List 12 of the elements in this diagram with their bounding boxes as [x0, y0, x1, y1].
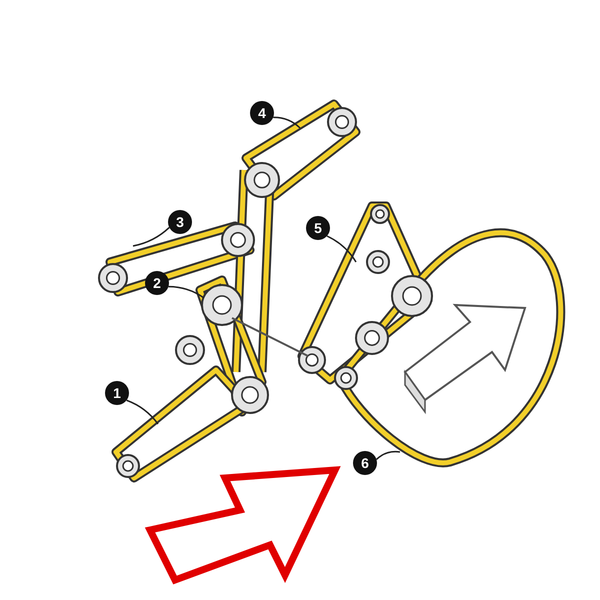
leader-line — [132, 226, 170, 247]
leader-line — [376, 450, 400, 460]
callout-number: 3 — [168, 210, 192, 234]
leader-line — [273, 116, 300, 129]
callout-number: 4 — [250, 101, 274, 125]
leader-line — [126, 400, 159, 424]
callout-number: 1 — [105, 381, 129, 405]
callout-number: 5 — [306, 216, 330, 240]
leader-line — [326, 235, 357, 262]
callout-number: 6 — [353, 451, 377, 475]
callout-number: 2 — [145, 271, 169, 295]
leader-line — [168, 286, 204, 299]
